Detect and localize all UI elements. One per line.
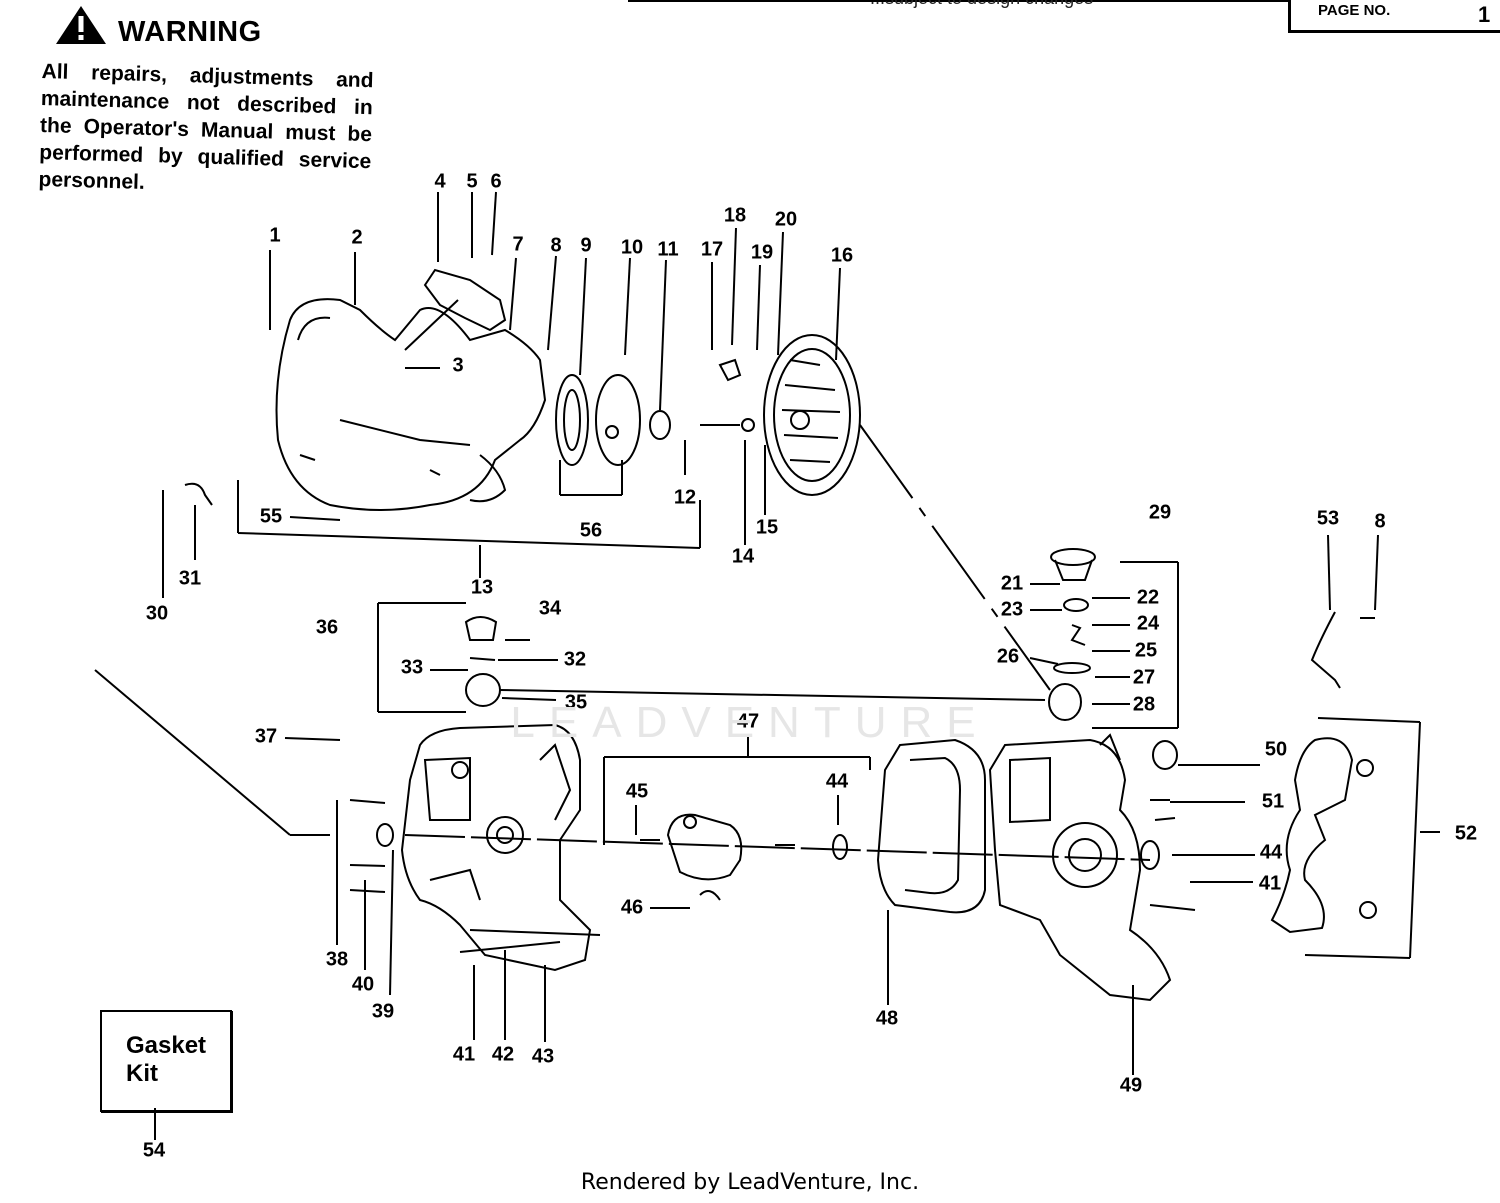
callout-16: 16 [830, 244, 854, 267]
callout-5: 5 [466, 170, 478, 193]
callout-31: 31 [178, 567, 202, 590]
callout-10: 10 [620, 236, 644, 259]
callout-54: 54 [142, 1139, 166, 1162]
callout-29: 29 [1148, 501, 1172, 524]
callout-39: 39 [371, 1000, 395, 1023]
callout-51: 51 [1261, 790, 1285, 813]
watermark: LEADVENTURE [510, 698, 990, 747]
callout-25: 25 [1134, 639, 1158, 662]
callout-2: 2 [351, 226, 363, 249]
callout-30: 30 [145, 602, 169, 625]
callout-55: 55 [259, 505, 283, 528]
callout-43: 43 [531, 1045, 555, 1068]
callout-26: 26 [996, 645, 1020, 668]
callout-11: 11 [657, 238, 679, 261]
callout-56: 56 [579, 519, 603, 542]
gasket-kit-label: Gasket Kit [126, 1032, 207, 1087]
callout-41: 41 [452, 1043, 476, 1066]
footer-credit: Rendered by LeadVenture, Inc. [580, 1170, 920, 1195]
header-partial-text: ...subject to design changes [870, 0, 1093, 9]
callout-14: 14 [731, 545, 755, 568]
callout-4: 4 [434, 170, 446, 193]
callout-3: 3 [452, 354, 464, 377]
callout-44: 44 [1259, 841, 1283, 864]
callout-12: 12 [673, 486, 697, 509]
callout-40: 40 [351, 973, 375, 996]
callout-21: 21 [1000, 572, 1024, 595]
callout-15: 15 [755, 516, 779, 539]
callout-41: 41 [1258, 872, 1282, 895]
callout-46: 46 [620, 896, 644, 919]
callout-47: 47 [736, 710, 760, 733]
callout-22: 22 [1136, 586, 1160, 609]
callout-13: 13 [470, 576, 494, 599]
callout-17: 17 [700, 238, 724, 261]
callout-7: 7 [512, 233, 524, 256]
callout-8: 8 [1374, 510, 1386, 533]
callout-53: 53 [1316, 507, 1340, 530]
callout-6: 6 [490, 170, 502, 193]
callout-1: 1 [269, 224, 281, 247]
gasket-kit-box: Gasket Kit [100, 1010, 232, 1112]
page-label: PAGE NO. [1318, 2, 1391, 19]
callout-34: 34 [538, 597, 562, 620]
callout-38: 38 [325, 948, 349, 971]
callout-45: 45 [625, 780, 649, 803]
callout-24: 24 [1136, 612, 1160, 635]
callout-50: 50 [1264, 738, 1288, 761]
callout-28: 28 [1132, 693, 1156, 716]
callout-35: 35 [564, 691, 588, 714]
header-rule [628, 0, 1288, 2]
callout-18: 18 [723, 204, 747, 227]
page-number-box [1288, 0, 1500, 33]
callout-27: 27 [1132, 666, 1156, 689]
callout-9: 9 [580, 234, 592, 257]
callout-23: 23 [1000, 598, 1024, 621]
callout-42: 42 [491, 1043, 515, 1066]
page-number: 1 [1478, 2, 1491, 27]
callout-52: 52 [1454, 822, 1478, 845]
callout-44: 44 [825, 770, 849, 793]
callout-37: 37 [254, 725, 278, 748]
callout-48: 48 [875, 1007, 899, 1030]
callout-8: 8 [550, 234, 562, 257]
callout-32: 32 [563, 648, 587, 671]
warning-title: WARNING [118, 16, 262, 48]
warning-icon [56, 6, 106, 44]
callout-36: 36 [315, 616, 339, 639]
callout-49: 49 [1119, 1074, 1143, 1097]
callout-20: 20 [774, 208, 798, 231]
callout-33: 33 [400, 656, 424, 679]
callout-19: 19 [750, 241, 774, 264]
